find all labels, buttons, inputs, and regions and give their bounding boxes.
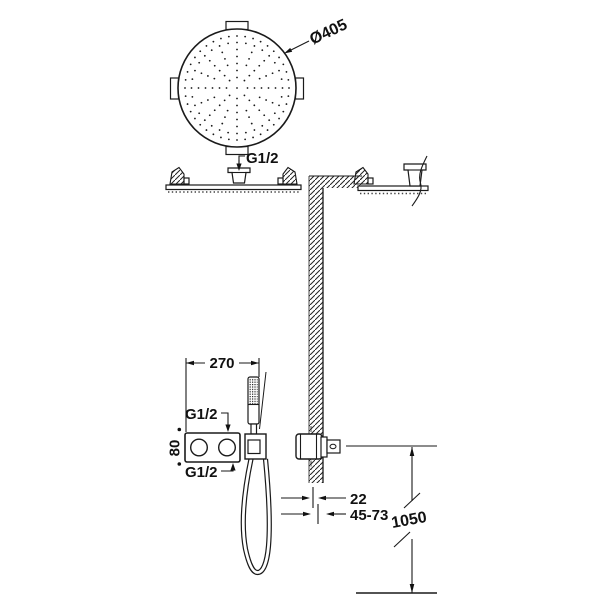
- dim270-arrow-right: [251, 360, 259, 366]
- clip-foot-left: [183, 177, 190, 185]
- handshower-spray-face: [249, 378, 258, 405]
- head-diameter-label: Ø405: [307, 16, 350, 48]
- outlet-body: [295, 433, 323, 460]
- mixer-unit: 270 80 G1/2 G1/2: [167, 355, 260, 481]
- handshower-holder-inner: [247, 439, 261, 455]
- clip-foot-right: [367, 177, 374, 185]
- mixer-g12-top-arrowhead: [225, 424, 231, 432]
- head-plate-left: [165, 184, 302, 191]
- ceiling-section: G1/2: [165, 150, 429, 483]
- dim4573-arrow-right: [326, 511, 334, 517]
- ceiling-g12-leader: [238, 155, 245, 164]
- handshower-stem-line: [259, 371, 267, 430]
- dim22-arrow-left: [302, 495, 310, 501]
- mixer-width-label: 270: [209, 355, 234, 372]
- dim1050-break-upper: [403, 492, 421, 509]
- mixer-g12-bottom-arrowhead: [230, 463, 236, 471]
- dim4573-arrow-left: [303, 511, 311, 517]
- mixer-g12-top-leader: [221, 412, 229, 426]
- shower-head-top-view: Ø405: [169, 16, 350, 156]
- ceiling-clip-mid: [282, 166, 298, 185]
- break-line: [411, 155, 428, 207]
- handshower-connector: [250, 423, 258, 435]
- dim80-dot-top: [177, 427, 182, 432]
- dim22-arrow-right: [318, 495, 326, 501]
- diameter-arrowhead: [284, 47, 293, 54]
- dim270-arrow-left: [186, 360, 194, 366]
- dim1050-arrow-up: [409, 447, 415, 456]
- hand-shower: [240, 371, 272, 576]
- wall-outlet: [295, 426, 341, 470]
- mixer-top-connection-label: G1/2: [185, 406, 218, 423]
- outlet-spout-hole: [329, 443, 337, 450]
- mixer-body: [184, 432, 241, 463]
- clip-foot-mid: [277, 177, 284, 185]
- dim80-dot-bottom: [177, 462, 182, 466]
- mixer-height-label: 80: [167, 440, 184, 457]
- ceiling-clip-right: [353, 166, 369, 185]
- ceiling-g12-arrowhead: [236, 163, 242, 171]
- ceiling-supply-connector: [227, 167, 251, 184]
- ceiling-clip-left: [169, 166, 185, 185]
- spray-dots: [184, 35, 290, 141]
- dim1050-break-lower: [393, 531, 411, 548]
- outlet-collar: [320, 436, 328, 458]
- outlet-height-label: 1050: [390, 509, 428, 532]
- ceiling-connection-label: G1/2: [246, 150, 279, 167]
- outlet-protrusion-label: 22: [350, 491, 367, 508]
- recess-depth-label: 45-73: [350, 507, 388, 524]
- head-plate-right: [357, 185, 429, 192]
- supply-connector-right: [403, 163, 427, 187]
- mixer-knob-right: [217, 438, 236, 457]
- outlet-spout: [326, 439, 341, 454]
- mixer-knob-left: [189, 438, 208, 457]
- hose-inner: [241, 458, 271, 574]
- wall-hatch: [309, 176, 362, 483]
- mixer-bottom-connection-label: G1/2: [185, 464, 218, 481]
- dim1050-arrow-down: [409, 584, 415, 593]
- dimension-annotations: 1050 22 45-73: [281, 445, 437, 594]
